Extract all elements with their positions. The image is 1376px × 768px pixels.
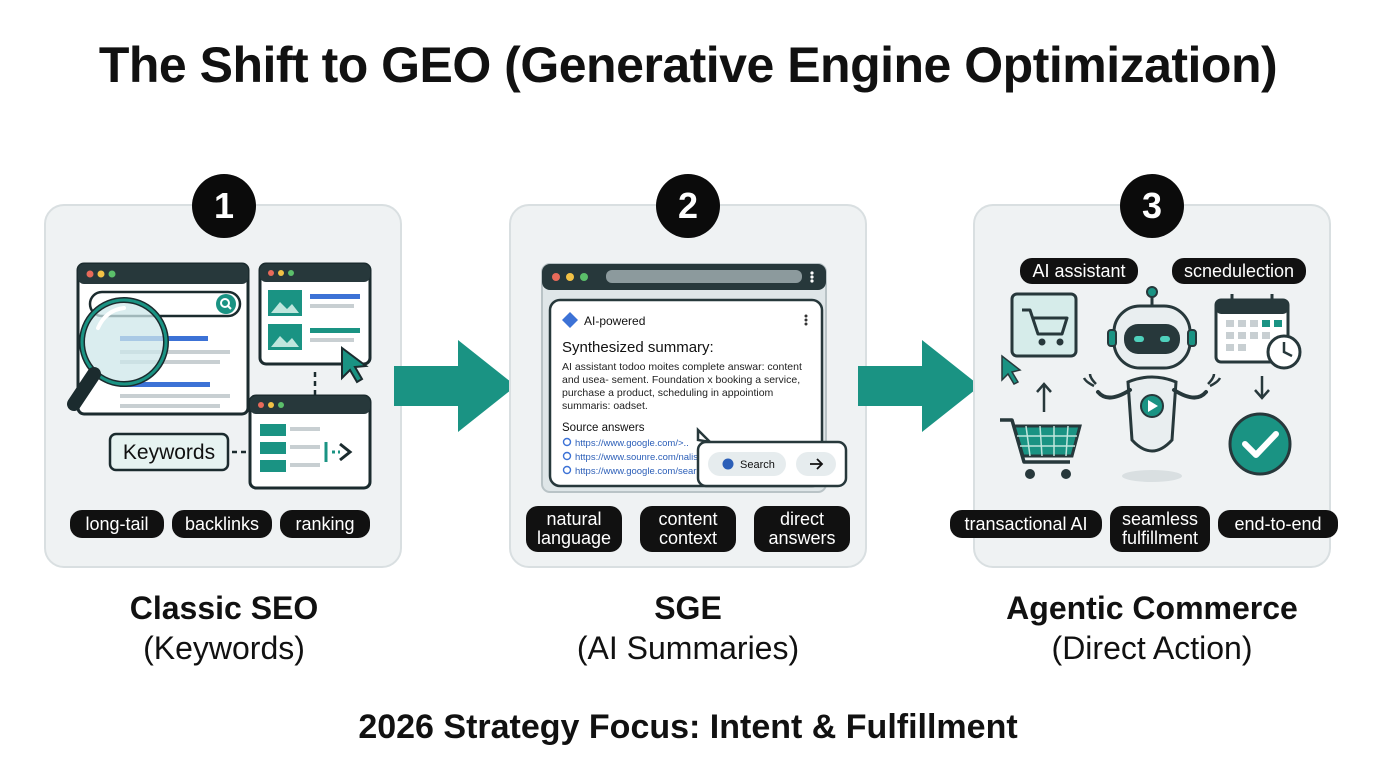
clock-icon xyxy=(1266,334,1302,370)
summary-line: and usea- sement. Foundation x booking a… xyxy=(562,374,800,386)
agentic-illustration xyxy=(1000,286,1302,482)
stage-2-label: SGE (AI Summaries) xyxy=(478,588,898,668)
sge-illustration: AI-powered Synthesized summary: AI assis… xyxy=(541,263,848,493)
summary-line: purchase a product, scheduling in appoin… xyxy=(562,387,774,399)
ai-powered-badge: AI-powered xyxy=(584,314,645,328)
stage-3-subtitle: (Direct Action) xyxy=(1051,630,1253,666)
arrow-1-to-2 xyxy=(394,340,516,432)
keywords-label: Keywords xyxy=(123,441,215,464)
summary-heading: Synthesized summary: xyxy=(562,339,714,356)
robot-icon xyxy=(1082,286,1222,482)
source-link[interactable]: https://www.sounre.com/nalis xyxy=(575,452,698,463)
summary-line: AI assistant todoo moites complete answa… xyxy=(562,361,802,373)
tag-ranking: ranking xyxy=(280,510,370,538)
tag-backlinks: backlinks xyxy=(172,510,272,538)
tag-seamless-fulfillment: seamless fulfillment xyxy=(1110,506,1210,552)
check-icon xyxy=(1228,412,1292,476)
stage-3-number-badge: 3 xyxy=(1120,174,1184,238)
tag-end-to-end: end-to-end xyxy=(1218,510,1338,538)
tag-long-tail: long-tail xyxy=(70,510,164,538)
stage-2-title: SGE xyxy=(654,590,722,626)
tag-content-context: content context xyxy=(640,506,736,552)
stage-1-title: Classic SEO xyxy=(129,590,319,626)
tag-scnedulection: scnedulection xyxy=(1172,258,1306,284)
shopping-cart-icon xyxy=(1000,418,1082,479)
search-button[interactable]: Search xyxy=(740,459,775,471)
stage-2-subtitle: (AI Summaries) xyxy=(576,630,800,666)
source-link[interactable]: https://www.google.com/>.. xyxy=(575,438,689,449)
stage-3-title: Agentic Commerce xyxy=(1006,590,1298,626)
stage-1-label: Classic SEO (Keywords) xyxy=(14,588,434,668)
arrow-2-to-3 xyxy=(858,340,980,432)
tag-direct-answers: direct answers xyxy=(754,506,850,552)
page-title: The Shift to GEO (Generative Engine Opti… xyxy=(98,37,1278,93)
tag-natural-language: natural language xyxy=(526,506,622,552)
source-link[interactable]: https://www.google.com/sear xyxy=(575,466,696,477)
stage-3-label: Agentic Commerce (Direct Action) xyxy=(942,588,1362,668)
stage-1-number-badge: 1 xyxy=(192,174,256,238)
cart-screen-icon xyxy=(1010,292,1078,358)
seo-illustration: Keywords xyxy=(67,262,372,490)
strategy-footer: 2026 Strategy Focus: Intent & Fulfillmen… xyxy=(358,708,1018,746)
summary-line: summaris: oadset. xyxy=(562,400,648,412)
tag-transactional-ai: transactional AI xyxy=(950,510,1102,538)
stage-1-subtitle: (Keywords) xyxy=(143,630,305,666)
source-answers-heading: Source answers xyxy=(562,422,645,434)
tag-ai-assistant: AI assistant xyxy=(1020,258,1138,284)
cursor-icon xyxy=(1001,354,1022,385)
stage-2-number-badge: 2 xyxy=(656,174,720,238)
